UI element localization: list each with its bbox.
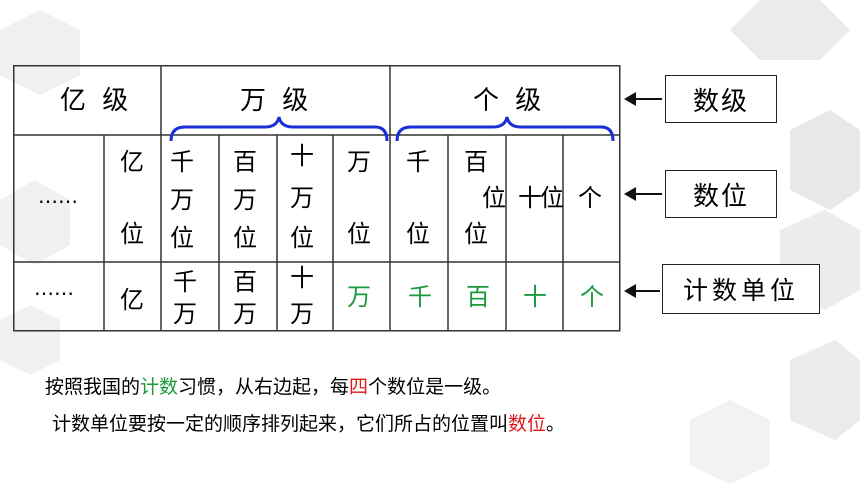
place-ge-row-1: 位 bbox=[482, 184, 506, 212]
level-yi: 亿 级 bbox=[60, 86, 133, 116]
unit-baiwan-2: 万 bbox=[233, 300, 257, 328]
line1-part1: 按照我国的 bbox=[45, 376, 141, 398]
unit-shiwan-2: 万 bbox=[290, 300, 314, 328]
place-wan-2: 位 bbox=[347, 220, 371, 248]
unit-yi: 亿 bbox=[120, 286, 144, 314]
place-yi-bottom: 位 bbox=[120, 220, 144, 248]
place-shiwan-2: 万 bbox=[290, 184, 314, 212]
unit-qianwan-1: 千 bbox=[173, 268, 197, 296]
line1-part3: 习惯，从右边起，每 bbox=[178, 376, 350, 398]
place-bai-1: 百 bbox=[464, 148, 488, 176]
place-shiwan-1: 十 bbox=[290, 142, 314, 170]
place-yi-top: 亿 bbox=[120, 148, 144, 176]
level-wan: 万 级 bbox=[240, 86, 313, 116]
place-baiwan-1: 百 bbox=[233, 148, 257, 176]
place-ge-row-2: 十 bbox=[518, 184, 542, 212]
place-ge-row-3: 位 bbox=[540, 184, 564, 212]
place-wan-1: 万 bbox=[347, 148, 371, 176]
unit-baiwan-1: 百 bbox=[233, 268, 257, 296]
label-jishu-danwei: 计数单位 bbox=[662, 264, 820, 314]
line2-part3: 。 bbox=[546, 413, 566, 435]
line1-si: 四 bbox=[349, 376, 369, 398]
level-ge: 个 级 bbox=[473, 86, 546, 116]
line2-part1: 计数单位要按一定的顺序排列起来，它们所占的位置叫 bbox=[52, 413, 509, 435]
place-bai-2: 位 bbox=[464, 220, 488, 248]
unit-bai: 百 bbox=[466, 283, 490, 311]
brace-wan bbox=[169, 116, 389, 142]
place-qianwan-1: 千 bbox=[170, 148, 194, 176]
arrow-jishu-danwei bbox=[624, 284, 660, 298]
unit-shi: 十 bbox=[523, 283, 547, 311]
unit-shiwan-1: 十 bbox=[290, 264, 314, 292]
brace-ge bbox=[395, 116, 615, 142]
arrow-shuji bbox=[624, 92, 662, 106]
line2-shuwei: 数位 bbox=[508, 413, 547, 435]
label-shuwei: 数位 bbox=[665, 170, 777, 218]
unit-qianwan-2: 万 bbox=[173, 300, 197, 328]
paragraph-line1: 按照我国的计数习惯，从右边起，每四个数位是一级。 bbox=[45, 372, 501, 399]
ellipsis-row2: …… bbox=[34, 276, 74, 300]
label-shuji: 数级 bbox=[665, 75, 777, 123]
place-qianwan-3: 位 bbox=[170, 224, 194, 252]
place-shiwan-3: 位 bbox=[290, 224, 314, 252]
place-qianwan-2: 万 bbox=[170, 186, 194, 214]
unit-wan: 万 bbox=[347, 283, 371, 311]
place-baiwan-3: 位 bbox=[233, 224, 257, 252]
paragraph-line2: 计数单位要按一定的顺序排列起来，它们所占的位置叫数位。 bbox=[52, 409, 565, 436]
unit-qian: 千 bbox=[408, 283, 432, 311]
place-qian-2: 位 bbox=[406, 220, 430, 248]
place-value-table bbox=[13, 65, 621, 332]
place-baiwan-2: 万 bbox=[233, 186, 257, 214]
place-ge-row-4: 个 bbox=[578, 184, 602, 212]
line1-jishu: 计数 bbox=[140, 376, 179, 398]
place-qian-1: 千 bbox=[406, 148, 430, 176]
unit-ge: 个 bbox=[580, 283, 604, 311]
ellipsis-row1: …… bbox=[38, 184, 78, 208]
arrow-shuwei bbox=[624, 187, 662, 201]
line1-part5: 个数位是一级。 bbox=[368, 376, 502, 398]
